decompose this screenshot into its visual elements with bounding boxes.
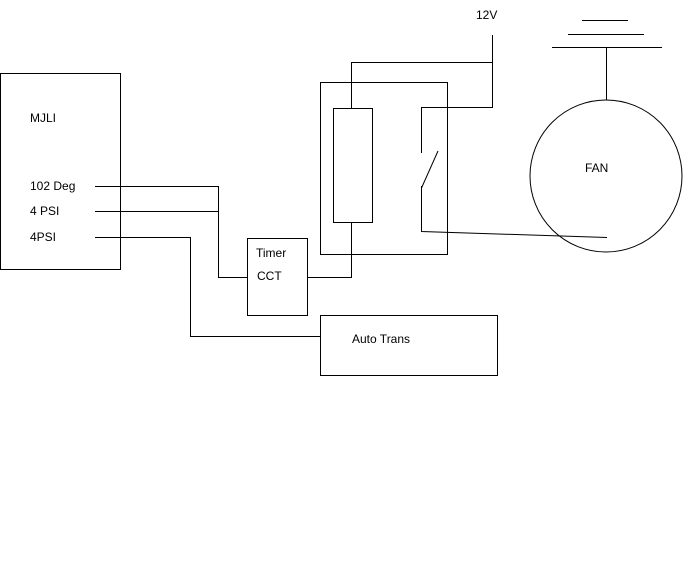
relay-coil	[333, 108, 373, 223]
mjli-output-4psi: 4PSI	[30, 230, 56, 244]
wire-12v-to-coil	[351, 62, 493, 108]
relay-housing	[320, 82, 448, 255]
ground-symbol	[552, 20, 662, 48]
fan-circle	[529, 99, 683, 253]
mjli-box	[0, 73, 121, 270]
timer-label-line1: Timer	[256, 246, 286, 260]
timer-label-line2: CCT	[257, 269, 282, 283]
wire-timer-to-coil	[307, 222, 352, 278]
auto-trans-label: Auto Trans	[352, 332, 410, 346]
wire-12v-to-switch	[421, 107, 493, 153]
mjli-output-4-psi: 4 PSI	[30, 204, 59, 218]
wire-4psi-to-auto-trans	[95, 237, 321, 337]
auto-trans-box	[320, 315, 498, 376]
mjli-output-102-deg: 102 Deg	[30, 179, 75, 193]
fan-label: FAN	[585, 161, 608, 175]
mjli-title: MJLI	[30, 111, 56, 125]
supply-label: 12V	[476, 8, 497, 22]
relay-switch-contact	[421, 150, 439, 189]
wire-102-deg-to-timer	[95, 186, 247, 278]
wire-switch-to-fan	[421, 186, 608, 238]
